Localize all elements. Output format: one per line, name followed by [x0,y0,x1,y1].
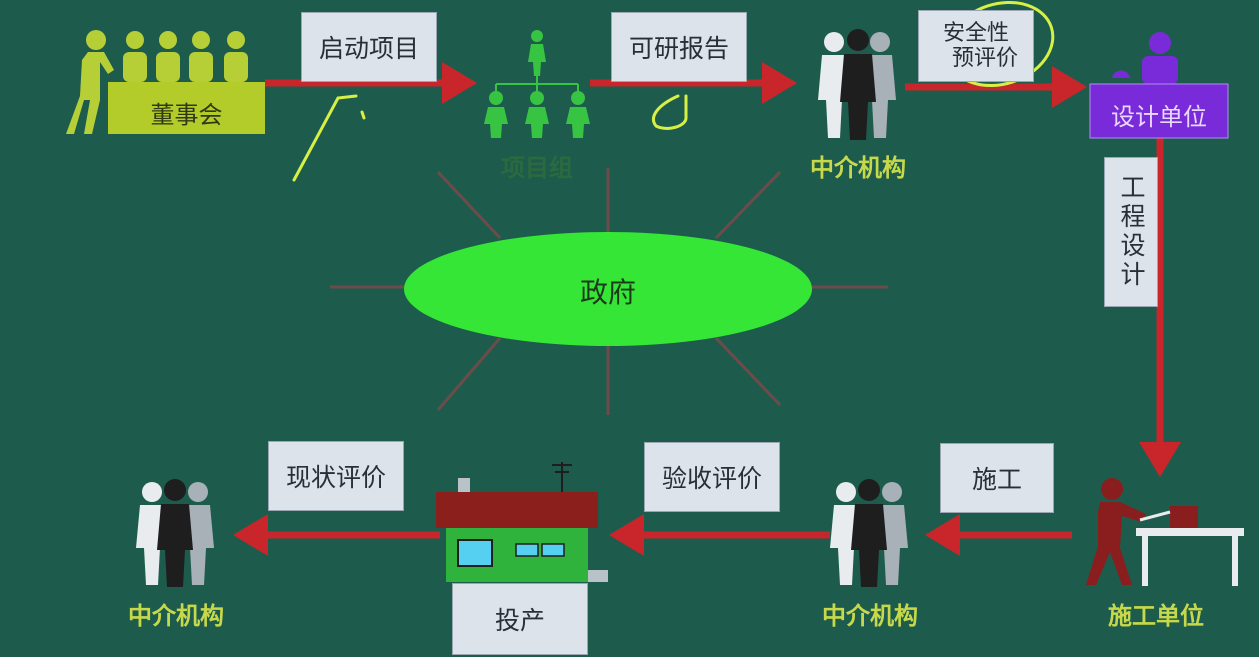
node-production: 投产 [452,583,588,655]
node-construction-unit-label: 施工单位 [1108,602,1204,630]
node-government-label: 政府 [579,276,636,309]
step-construction-label: 施工 [971,465,1022,494]
government-rays [330,168,888,415]
step-launch-project-label: 启动项目 [318,34,419,63]
step-safety-pre-evaluation: 安全性 预评价 [918,10,1034,82]
step-acceptance-evaluation: 验收评价 [644,442,780,512]
node-design-unit-label: 设计单位 [1111,103,1207,131]
node-agency-top-label: 中介机构 [810,154,906,182]
node-agency-bottom-mid-label: 中介机构 [822,602,918,630]
government-ellipse[interactable] [404,232,812,346]
node-agency-bottom-left-label: 中介机构 [128,602,224,630]
step-safety-line1: 安全性 [942,20,1009,46]
agency-top-icon [818,29,896,140]
step-feasibility-report: 可研报告 [611,12,747,82]
step-launch-project: 启动项目 [301,12,437,82]
project-team-icon [484,30,590,138]
step-status-evaluation: 现状评价 [268,441,404,511]
production-house-icon [436,462,608,582]
step-feasibility-report-label: 可研报告 [628,34,729,63]
agency-bottom-left-icon [136,479,214,587]
step-construction: 施工 [940,443,1054,513]
step-engineering-design: 工程设计 [1104,157,1158,307]
node-project-team-label: 项目组 [501,154,573,182]
construction-worker-icon [1086,478,1244,586]
step-acceptance-label: 验收评价 [661,464,762,493]
flow-arrows [233,62,1181,556]
step-safety-line2: 预评价 [951,46,1018,71]
node-production-label: 投产 [494,606,545,635]
step-status-label: 现状评价 [285,463,386,492]
node-board-label: 董事会 [150,101,223,129]
design-unit-icon [1089,32,1229,139]
board-icon [66,30,265,134]
agency-bottom-mid-icon [830,479,908,587]
step-engineering-design-label: 工程设计 [1117,174,1146,290]
